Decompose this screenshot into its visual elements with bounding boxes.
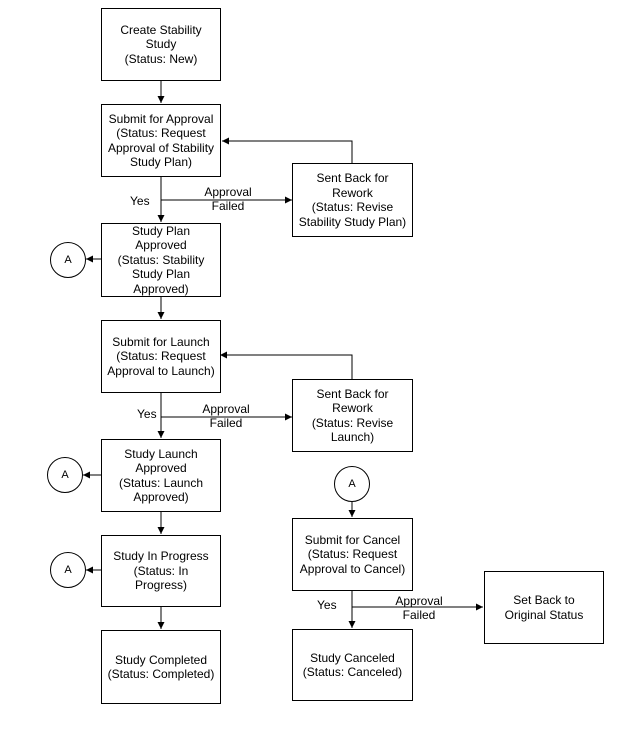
box-set-back: Set Back to Original Status xyxy=(484,571,604,644)
label-approval-failed-launch: Approval Failed xyxy=(202,402,250,430)
box-submit-for-cancel: Submit for Cancel (Status: Request Appro… xyxy=(292,518,413,591)
box-submit-for-launch: Submit for Launch (Status: Request Appro… xyxy=(101,320,221,393)
label-yes-launch: Yes xyxy=(137,407,157,421)
box-rework-launch: Sent Back for Rework (Status: Revise Lau… xyxy=(292,379,413,452)
box-create-study: Create Stability Study (Status: New) xyxy=(101,8,221,81)
box-canceled: Study Canceled (Status: Canceled) xyxy=(292,629,413,701)
label-approval-failed-cancel: Approval Failed xyxy=(395,594,443,622)
label-yes-plan: Yes xyxy=(130,194,150,208)
connector-a-cancel: A xyxy=(334,466,370,502)
label-approval-failed-plan: Approval Failed xyxy=(204,185,252,213)
arrow-rework-launch-back xyxy=(220,351,353,379)
arrow-rework-plan-back xyxy=(222,137,353,163)
box-in-progress: Study In Progress (Status: In Progress) xyxy=(101,535,221,607)
box-launch-approved: Study Launch Approved (Status: Launch Ap… xyxy=(101,439,221,512)
connector-a-launch: A xyxy=(47,457,83,493)
connector-a-plan: A xyxy=(50,242,86,278)
box-completed: Study Completed (Status: Completed) xyxy=(101,630,221,704)
box-submit-for-approval: Submit for Approval (Status: Request App… xyxy=(101,104,221,177)
box-rework-plan: Sent Back for Rework (Status: Revise Sta… xyxy=(292,163,413,237)
label-yes-cancel: Yes xyxy=(317,598,337,612)
box-plan-approved: Study Plan Approved (Status: Stability S… xyxy=(101,223,221,297)
connector-a-progress: A xyxy=(50,552,86,588)
